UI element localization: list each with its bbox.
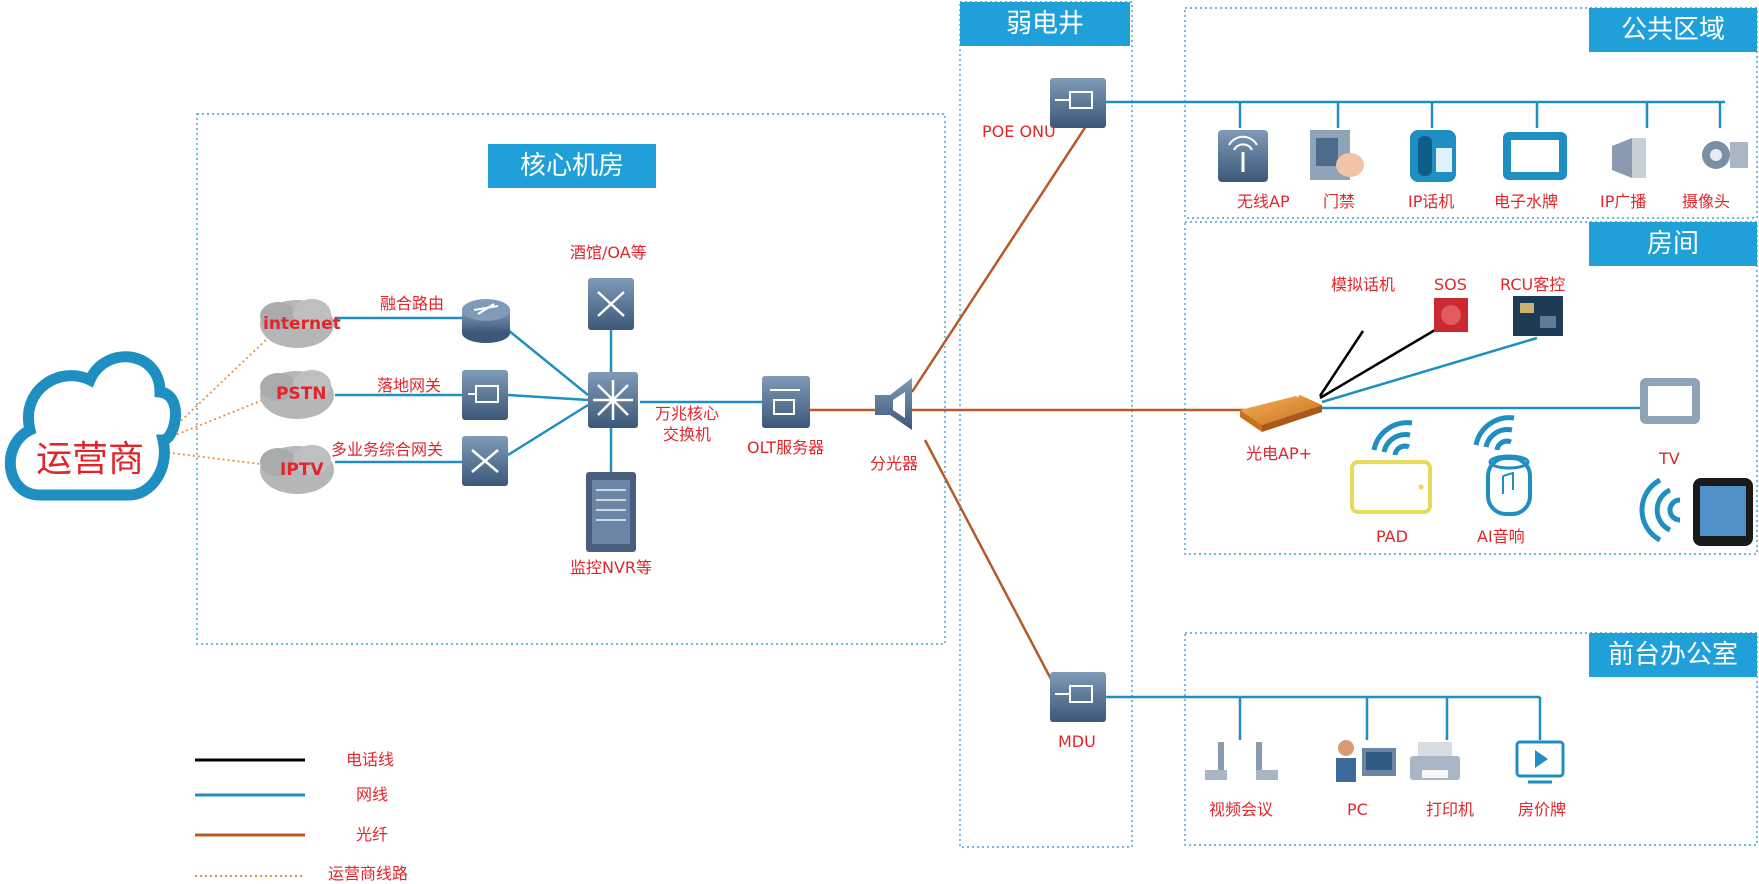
pad-label: PAD bbox=[1376, 527, 1408, 546]
core-switch-label-line1: 万兆核心 bbox=[655, 404, 720, 423]
nvr-server-icon bbox=[586, 472, 636, 552]
room-header: 房间 bbox=[1589, 222, 1757, 266]
digital-signage-label: 电子水牌 bbox=[1494, 192, 1559, 211]
room-price-board-label: 房价牌 bbox=[1518, 800, 1567, 819]
ai-speaker-wifi-icon bbox=[1473, 415, 1515, 451]
camera-icon bbox=[1702, 141, 1748, 169]
wireless-ap-label: 无线AP bbox=[1237, 192, 1290, 211]
ip-broadcast-icon bbox=[1612, 138, 1646, 178]
iptv-label: IPTV bbox=[280, 460, 324, 480]
ai-speaker-label: AI音响 bbox=[1477, 527, 1525, 546]
ap-plus-label: 光电AP+ bbox=[1246, 444, 1313, 463]
legend-fiber-label: 光纤 bbox=[356, 825, 389, 844]
splitter-icon bbox=[875, 378, 912, 430]
mdu-label: MDU bbox=[1058, 732, 1096, 751]
ip-phone-label: IP话机 bbox=[1408, 192, 1455, 211]
internet-cloud-icon bbox=[260, 299, 334, 348]
office-network-lines bbox=[1100, 695, 1542, 740]
olt-server-icon bbox=[762, 376, 810, 428]
operator-label: 运营商 bbox=[36, 439, 145, 480]
router-label: 融合路由 bbox=[380, 294, 445, 313]
poe-onu-icon bbox=[1050, 78, 1106, 128]
legend-carrier-label: 运营商线路 bbox=[328, 864, 409, 883]
digital-signage-icon bbox=[1503, 132, 1567, 180]
room-price-board-icon bbox=[1515, 740, 1565, 784]
olt-label: OLT服务器 bbox=[747, 438, 825, 457]
gateway-label: 落地网关 bbox=[377, 376, 442, 395]
access-control-label: 门禁 bbox=[1323, 192, 1356, 211]
sos-button-icon bbox=[1434, 298, 1468, 332]
pad-icon bbox=[1350, 460, 1432, 514]
front-office-border bbox=[1184, 632, 1758, 846]
camera-label: 摄像头 bbox=[1682, 192, 1731, 211]
internet-label: internet bbox=[263, 314, 341, 334]
pstn-label: PSTN bbox=[276, 384, 327, 404]
legend-phone-label: 电话线 bbox=[346, 750, 395, 769]
public-network-lines bbox=[1100, 100, 1725, 128]
tv-label: TV bbox=[1659, 449, 1680, 468]
mobile-phone-icon bbox=[1693, 478, 1753, 546]
rcu-controller-icon bbox=[1513, 296, 1563, 336]
core-switch-label-line2: 交换机 bbox=[663, 425, 712, 444]
multi-gateway-icon bbox=[462, 436, 508, 486]
mdu-icon bbox=[1050, 672, 1106, 722]
tv-icon bbox=[1640, 378, 1700, 424]
router-icon bbox=[462, 299, 510, 343]
pc-icon bbox=[1336, 740, 1396, 782]
rcu-label: RCU客控 bbox=[1500, 275, 1566, 294]
ip-broadcast-label: IP广播 bbox=[1600, 192, 1647, 211]
ip-phone-icon bbox=[1410, 130, 1456, 182]
public-area-header: 公共区域 bbox=[1589, 8, 1757, 52]
room-lines bbox=[1318, 328, 1640, 410]
ai-speaker-icon bbox=[1486, 454, 1532, 516]
pc-label: PC bbox=[1347, 800, 1368, 819]
public-area-border bbox=[1184, 7, 1758, 219]
printer-label: 打印机 bbox=[1426, 800, 1475, 819]
access-control-icon bbox=[1310, 130, 1364, 180]
sos-label: SOS bbox=[1434, 275, 1467, 294]
core-network-lines bbox=[335, 316, 762, 472]
video-conference-label: 视频会议 bbox=[1209, 800, 1274, 819]
phone-wifi-icon bbox=[1639, 477, 1681, 543]
video-conference-icon bbox=[1205, 742, 1278, 780]
operator-cloud-icon bbox=[4, 351, 181, 501]
pad-wifi-icon bbox=[1371, 420, 1413, 456]
core-room-header: 核心机房 bbox=[488, 144, 656, 188]
nvr-label: 监控NVR等 bbox=[570, 558, 653, 577]
gateway-icon bbox=[462, 370, 508, 420]
legend-network-label: 网线 bbox=[356, 785, 389, 804]
core-switch-icon bbox=[588, 372, 638, 428]
front-office-header: 前台办公室 bbox=[1589, 633, 1757, 677]
hotel-oa-label: 酒馆/OA等 bbox=[570, 243, 647, 262]
optical-ap-plus-icon bbox=[1240, 386, 1322, 432]
core-room-border bbox=[196, 113, 946, 645]
analog-phone-label: 模拟话机 bbox=[1331, 275, 1396, 294]
weak-well-header: 弱电井 bbox=[960, 2, 1130, 46]
multi-gateway-label: 多业务综合网关 bbox=[331, 440, 444, 459]
printer-icon bbox=[1410, 742, 1460, 780]
room-border bbox=[1184, 221, 1758, 555]
iptv-cloud-icon bbox=[260, 445, 334, 494]
splitter-label: 分光器 bbox=[870, 454, 919, 473]
hotel-oa-switch-icon bbox=[588, 278, 634, 330]
poe-onu-label: POE ONU bbox=[982, 122, 1056, 141]
carrier-lines bbox=[162, 337, 269, 466]
wireless-ap-icon bbox=[1218, 130, 1268, 182]
pstn-cloud-icon bbox=[260, 370, 334, 419]
fiber-lines bbox=[810, 119, 1245, 701]
